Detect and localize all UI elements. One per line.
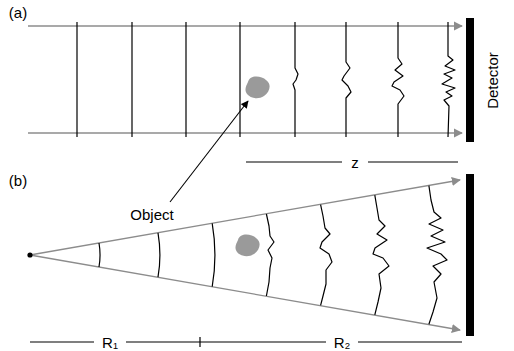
beam-ray xyxy=(30,255,460,330)
object-label: Object xyxy=(128,206,175,223)
wavefronts xyxy=(77,22,455,137)
beam-ray xyxy=(28,25,462,26)
dimension-line xyxy=(368,161,458,162)
beam-ray xyxy=(28,132,462,133)
panel-b xyxy=(27,174,474,347)
panel-label: (a) xyxy=(7,4,29,21)
panel-label: (b) xyxy=(7,172,29,189)
dimension-line xyxy=(246,161,342,162)
dimension-line xyxy=(30,341,94,342)
dimension-label: R₂ xyxy=(332,334,353,351)
object-blob xyxy=(245,77,269,99)
dimension-line xyxy=(358,341,462,342)
dimension-line xyxy=(126,341,200,342)
detector-bar xyxy=(466,18,474,142)
dimension-line xyxy=(200,341,326,342)
detector-label: Detector xyxy=(483,50,500,111)
wavefronts xyxy=(99,186,447,325)
detector-bar xyxy=(466,174,474,336)
dimension-label: R₁ xyxy=(100,334,120,351)
object-blob xyxy=(235,235,259,257)
point-source xyxy=(27,252,32,257)
dimension-label: z xyxy=(349,154,361,171)
panel-a xyxy=(28,18,474,202)
leader-arrow xyxy=(170,101,248,202)
